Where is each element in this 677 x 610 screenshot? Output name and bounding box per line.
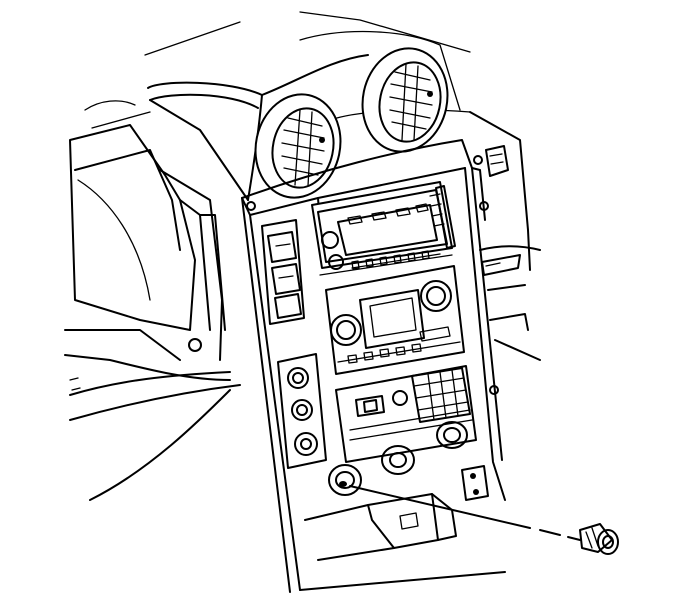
left-air-vent (254, 93, 342, 199)
lower-bracket (304, 493, 457, 561)
accessory-outlet-socket (328, 464, 362, 496)
lower-knobs (381, 421, 489, 501)
left-instrument-area (64, 100, 241, 501)
left-knob-panel (277, 353, 327, 469)
lower-control-panel (335, 365, 477, 463)
left-switch-bank (261, 219, 305, 325)
right-trim (469, 111, 541, 395)
center-stack-bezel (241, 139, 506, 593)
climate-control-panel (325, 265, 465, 375)
outlet-insert-part (579, 523, 619, 555)
radio-head-unit (311, 181, 456, 276)
removal-direction-line (349, 485, 581, 541)
right-air-vent (361, 47, 449, 153)
